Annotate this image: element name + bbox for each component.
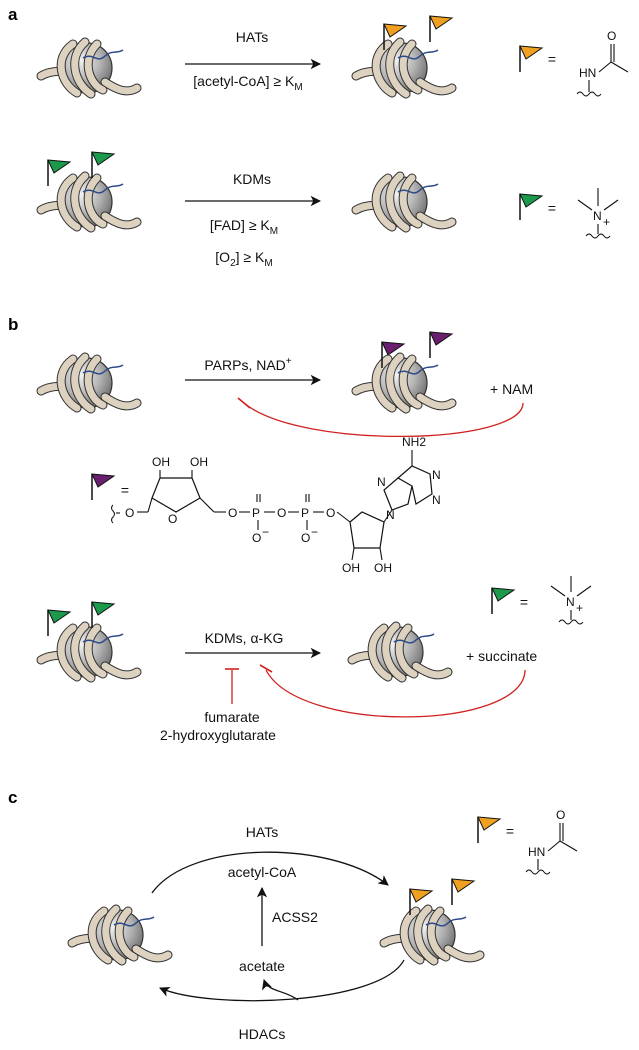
enzyme-label-parps: PARPs, NAD+ xyxy=(204,356,291,373)
svg-text:O: O xyxy=(252,531,261,545)
svg-text:HN: HN xyxy=(579,66,596,80)
svg-text:NH2: NH2 xyxy=(402,435,426,449)
acetyl-flag-icon xyxy=(451,878,475,906)
svg-text:=: = xyxy=(121,482,129,498)
nucleosome-acetylated-c xyxy=(384,909,480,961)
svg-text:+: + xyxy=(576,601,583,615)
panel-label-c: c xyxy=(8,788,17,807)
svg-text:N: N xyxy=(432,468,441,482)
nucleosome-unmodified-b1 xyxy=(41,357,137,409)
nucleosome-unmodified-c xyxy=(72,909,168,961)
arc-arrow-hats xyxy=(151,851,389,894)
inhibition-bar xyxy=(237,397,251,409)
svg-text:O: O xyxy=(168,512,177,526)
svg-text:O: O xyxy=(125,506,134,520)
trimethyl-legend-a: = N + xyxy=(519,188,619,239)
adpr-legend: = OH OH O O O P O − O P O − O xyxy=(91,435,441,575)
panel-label-a: a xyxy=(8,5,18,24)
svg-text:P: P xyxy=(301,506,309,520)
trimethyl-legend-b: = N + xyxy=(491,576,592,625)
svg-text:OH: OH xyxy=(152,455,170,469)
metabolite-acetyl-coa: acetyl-CoA xyxy=(228,864,297,880)
svg-text:−: − xyxy=(311,525,318,539)
svg-text:=: = xyxy=(548,51,556,67)
svg-text:N: N xyxy=(593,209,602,223)
svg-text:+: + xyxy=(603,215,610,229)
condition-acetyl-coa: [acetyl-CoA] ≥ KM xyxy=(193,73,302,93)
condition-fad: [FAD] ≥ KM xyxy=(210,217,278,237)
acetyl-legend: = HN O xyxy=(519,29,629,97)
svg-text:=: = xyxy=(548,200,556,216)
product-succinate: + succinate xyxy=(466,648,537,664)
svg-text:HN: HN xyxy=(528,845,545,859)
svg-text:−: − xyxy=(262,525,269,539)
enzyme-label-hdacs: HDACs xyxy=(239,1026,286,1042)
svg-text:=: = xyxy=(520,594,528,610)
svg-text:O: O xyxy=(301,531,310,545)
svg-text:O: O xyxy=(607,29,616,43)
nucleosome-unmodified-a1 xyxy=(41,42,137,94)
acetyl-flag-icon xyxy=(429,15,453,43)
nucleosome-parylated-b1 xyxy=(356,357,452,409)
svg-text:N: N xyxy=(432,493,441,507)
enzyme-label-hats: HATs xyxy=(236,29,268,45)
svg-text:N: N xyxy=(566,595,575,609)
enzyme-label-kdms-akg: KDMs, α-KG xyxy=(205,630,284,646)
svg-text:OH: OH xyxy=(190,455,208,469)
svg-text:O: O xyxy=(228,506,237,520)
condition-o2: [O2] ≥ KM xyxy=(215,249,272,269)
arrow-to-acetate xyxy=(262,979,299,1001)
panel-label-b: b xyxy=(8,315,18,334)
svg-text:O: O xyxy=(556,808,565,822)
arc-arrow-hdacs xyxy=(159,959,405,1002)
nucleosome-methylated-a2 xyxy=(41,176,137,228)
acetyl-legend-c: = HN O xyxy=(477,808,578,875)
enzyme-label-hats-c: HATs xyxy=(246,824,278,840)
nucleosome-methylated-b2 xyxy=(41,626,137,678)
feedback-inhibition-nam xyxy=(243,402,524,438)
metabolite-acetate: acetate xyxy=(239,958,285,974)
svg-text:OH: OH xyxy=(374,561,392,575)
product-nam: + NAM xyxy=(490,381,533,397)
inhibitor-2hg: 2-hydroxyglutarate xyxy=(160,727,276,743)
enzyme-label-acss2: ACSS2 xyxy=(272,909,318,925)
svg-text:P: P xyxy=(252,506,260,520)
nucleosome-unmodified-b2 xyxy=(352,626,448,678)
feedback-inhibition-succinate xyxy=(265,669,526,718)
svg-text:O: O xyxy=(326,506,335,520)
enzyme-label-kdms: KDMs xyxy=(233,171,271,187)
svg-text:N: N xyxy=(377,475,386,489)
svg-text:O: O xyxy=(277,506,286,520)
nucleosome-acetylated-a1 xyxy=(356,42,452,94)
nucleosome-unmodified-a2 xyxy=(356,176,452,228)
svg-text:=: = xyxy=(506,823,514,839)
inhibition-bar xyxy=(259,664,273,673)
adpr-flag-icon xyxy=(429,331,453,359)
svg-text:OH: OH xyxy=(342,561,360,575)
inhibitor-fumarate: fumarate xyxy=(204,709,259,725)
svg-text:N: N xyxy=(386,508,395,522)
